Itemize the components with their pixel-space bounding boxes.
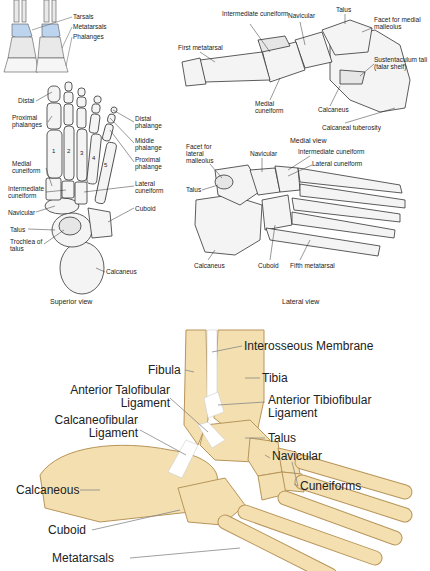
part-label: 3 bbox=[80, 150, 83, 157]
superior-view-bones bbox=[45, 82, 118, 294]
bone-label: Tibia bbox=[262, 372, 288, 385]
bone-label: Cuboid bbox=[48, 524, 86, 537]
part-label: 1 bbox=[52, 148, 55, 155]
part-label: Navicular bbox=[250, 150, 277, 157]
part-label: Calcaneus bbox=[194, 262, 225, 269]
part-label: Tarsals bbox=[73, 13, 94, 20]
part-label: Trochlea of talus bbox=[10, 238, 44, 252]
bone-label: Anterior Tibiofibular Ligament bbox=[268, 394, 408, 420]
metatarsal-bones bbox=[225, 462, 405, 571]
part-label: Fifth metatarsal bbox=[290, 262, 335, 269]
part-label: Medial view bbox=[290, 137, 327, 145]
bone-label: Metatarsals bbox=[52, 552, 114, 565]
part-label: Calcaneus bbox=[318, 106, 349, 113]
part-label: Medial cuneiform bbox=[255, 100, 289, 114]
part-label: Cuboid bbox=[135, 205, 156, 212]
part-label: Talus bbox=[336, 6, 351, 13]
bone-label: Calcaneofibular Ligament bbox=[38, 414, 138, 440]
part-label: Phalanges bbox=[73, 33, 104, 40]
part-label: Superior view bbox=[50, 298, 92, 306]
part-label: Calcaneal tuberosity bbox=[322, 124, 381, 131]
part-label: Proximal phalanges bbox=[12, 114, 48, 128]
part-label: First metatarsal bbox=[178, 44, 223, 51]
part-label: Intermediate cuneiform bbox=[298, 148, 364, 155]
part-label: Navicular bbox=[288, 12, 315, 19]
part-label: Medial cuneiform bbox=[12, 160, 48, 174]
part-label: Lateral cuneiform bbox=[135, 180, 171, 194]
part-label: 2 bbox=[67, 148, 70, 155]
part-label: Talus bbox=[186, 186, 201, 193]
part-label: Calcaneus bbox=[106, 268, 137, 275]
part-label: Sustentaculum tali (talar shelf) bbox=[374, 56, 428, 70]
bone-label: Navicular bbox=[272, 450, 322, 463]
part-label: 4 bbox=[92, 155, 95, 162]
bone-label: Interosseous Membrane bbox=[244, 340, 373, 353]
part-label: Facet for lateral malleolus bbox=[186, 143, 230, 164]
bone-label: Calcaneous bbox=[16, 484, 79, 497]
part-label: Metatarsals bbox=[73, 23, 107, 30]
part-label: Lateral cuneiform bbox=[312, 160, 362, 167]
part-label: Intermediate cuneiform bbox=[222, 10, 288, 17]
part-label: Lateral view bbox=[282, 298, 319, 306]
part-label: Talus bbox=[10, 226, 25, 233]
part-label: Middle phalange bbox=[135, 137, 169, 151]
part-label: Distal bbox=[18, 97, 34, 104]
bone-label: Fibula bbox=[148, 364, 181, 377]
part-label: Facet for medial malleolus bbox=[374, 16, 424, 30]
ankle-bones bbox=[40, 330, 304, 525]
lateral-view-bones bbox=[195, 165, 405, 256]
part-label: Proximal phalange bbox=[135, 156, 171, 170]
bone-label: Cuneiforms bbox=[300, 480, 361, 493]
part-label: Distal phalange bbox=[135, 115, 169, 129]
part-label: Intermediate cuneiform bbox=[8, 185, 48, 199]
part-label: Cuboid bbox=[258, 262, 279, 269]
part-label: Navicular bbox=[8, 209, 35, 216]
ligaments bbox=[168, 330, 225, 478]
bone-label: Anterior Talofibular Ligament bbox=[44, 384, 170, 410]
bone-label: Talus bbox=[268, 432, 296, 445]
part-label: 5 bbox=[104, 162, 107, 169]
mini-skeleton bbox=[4, 0, 68, 72]
